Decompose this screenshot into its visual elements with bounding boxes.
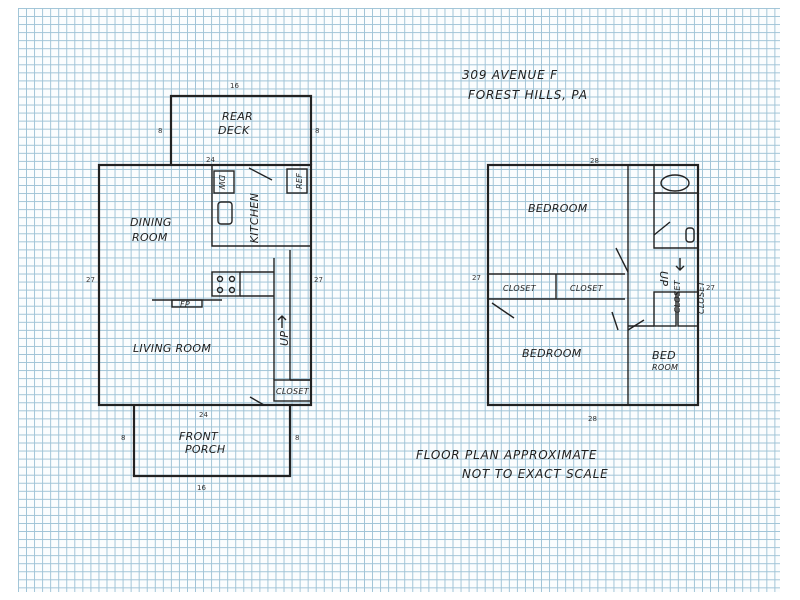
- address-line-2: FOREST HILLS, PA: [468, 88, 588, 102]
- fireplace: [171, 299, 203, 308]
- dim-house-left: 27: [86, 276, 95, 284]
- dim-porch-left: 8: [121, 434, 125, 442]
- first-floor-plan: REAR DECK 16 8 8 24 27 27 24 DW REF KITC…: [86, 82, 323, 492]
- closet-a-label: CLOSET: [503, 284, 537, 293]
- rear-deck-label-1: REAR: [222, 110, 253, 123]
- dim-house-right: 27: [314, 276, 323, 284]
- dim-porch-right: 8: [295, 434, 299, 442]
- stove-burner-icon: [228, 286, 236, 294]
- kitchen-wall: [211, 165, 311, 247]
- stove: [211, 271, 241, 297]
- dim-second-top: 28: [590, 157, 599, 165]
- bathtub-icon: [660, 174, 690, 192]
- dishwasher: [213, 170, 235, 194]
- second-floor-outline: [486, 163, 700, 407]
- dining-room-label-2: ROOM: [132, 231, 168, 244]
- bedroom-bottom-label: BEDROOM: [522, 347, 582, 360]
- dim-deck-bottom: 24: [206, 156, 215, 164]
- dim-deck-left: 8: [158, 127, 162, 135]
- dim-second-bottom: 28: [588, 415, 597, 423]
- dim-deck-right: 8: [315, 127, 319, 135]
- closet-box: [273, 379, 312, 402]
- note-line-2: NOT TO EXACT SCALE: [462, 467, 609, 481]
- living-room-label: LIVING ROOM: [133, 342, 211, 355]
- dim-deck-top: 16: [230, 82, 239, 90]
- closet-b-label: CLOSET: [570, 284, 604, 293]
- dim-house-bottom: 24: [199, 411, 208, 419]
- bath-door-swing: [653, 221, 671, 236]
- dim-second-left: 27: [472, 274, 481, 282]
- door-swing: [611, 311, 619, 331]
- door-swing: [627, 319, 645, 331]
- address-line-1: 309 AVENUE F: [462, 68, 558, 82]
- closet-label: CLOSET: [276, 387, 310, 396]
- rear-deck-label-2: DECK: [218, 124, 250, 137]
- stairs-arrow-icon: [277, 315, 287, 328]
- toilet-icon: [685, 227, 695, 243]
- kitchen-sink: [217, 201, 233, 225]
- front-porch-outline: [132, 403, 292, 478]
- front-porch-label-1: FRONT: [179, 430, 219, 443]
- stove-burner-icon: [216, 286, 224, 294]
- bed-room-label-1: BED: [652, 349, 676, 362]
- house-outline: [97, 163, 313, 407]
- stairs-up-label-second: UP: [657, 271, 670, 286]
- front-porch-label-2: PORCH: [185, 443, 225, 456]
- door-swing: [491, 302, 515, 319]
- closet-d-box: [677, 291, 699, 327]
- stove-burner-icon: [228, 275, 236, 283]
- dishwasher-label: DW: [217, 175, 226, 190]
- second-floor-plan: 28 27 27 28 CLOSET CLOSET BEDROOM BEDROO…: [472, 157, 715, 423]
- kitchen-label: KITCHEN: [248, 193, 261, 243]
- bedroom-top-label: BEDROOM: [528, 202, 588, 215]
- closet-d-label: CLOSET: [697, 280, 706, 314]
- stairs-up-label: UP: [278, 331, 291, 346]
- rear-deck-outline: [169, 94, 313, 167]
- graph-paper-sheet: [18, 8, 780, 592]
- front-door-swing: [249, 396, 265, 406]
- bed-room-label-2: ROOM: [652, 363, 678, 372]
- closet-walls: [488, 273, 625, 300]
- fireplace-label: FP: [180, 300, 190, 309]
- dim-porch-bottom: 16: [197, 484, 206, 492]
- refrigerator-label: REF: [295, 173, 304, 189]
- stairs: [273, 250, 311, 381]
- kitchen-door-swing: [248, 167, 273, 181]
- dim-second-right: 27: [706, 284, 715, 292]
- closet-c-box: [653, 291, 677, 327]
- stairs-arrow-icon-second: [675, 258, 685, 271]
- refrigerator: [286, 168, 308, 194]
- stove-burner-icon: [216, 275, 224, 283]
- note-line-1: FLOOR PLAN APPROXIMATE: [416, 448, 597, 462]
- door-swing: [615, 247, 629, 273]
- bathroom-walls: [653, 165, 698, 249]
- dining-room-label-1: DINING: [130, 216, 172, 229]
